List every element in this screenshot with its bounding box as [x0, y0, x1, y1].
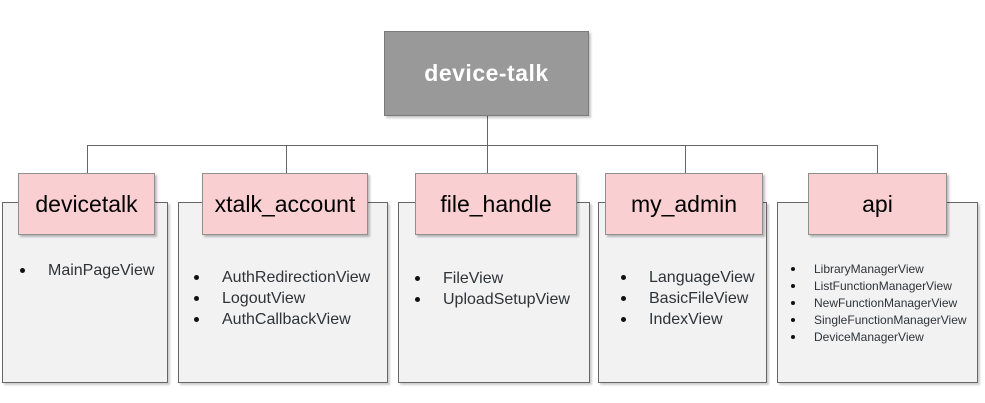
view-item: ListFunctionManagerView	[789, 278, 977, 295]
node-xtalk-account-header: xtalk_account	[202, 173, 368, 235]
node-file-handle-label: file_handle	[440, 190, 552, 217]
node-api-label: api	[862, 190, 893, 217]
node-root: device-talk	[384, 31, 589, 116]
node-my-admin-header: my_admin	[605, 173, 763, 235]
view-item: LogoutView	[192, 288, 387, 309]
view-item: SingleFunctionManagerView	[789, 312, 977, 329]
connector-drop-my-admin	[685, 145, 686, 173]
view-item: NewFunctionManagerView	[789, 295, 977, 312]
connector-root-stem	[487, 116, 488, 145]
node-devicetalk-header: devicetalk	[18, 173, 155, 235]
node-devicetalk-label: devicetalk	[35, 190, 138, 217]
node-api-header: api	[808, 173, 947, 235]
view-item: UploadSetupView	[413, 289, 589, 310]
node-file-handle-header: file_handle	[415, 173, 577, 235]
connector-drop-xtalk-account	[286, 145, 287, 173]
connector-drop-file-handle	[487, 145, 488, 173]
view-item: LibraryManagerView	[789, 261, 977, 278]
node-root-label: device-talk	[424, 60, 549, 86]
view-item: LanguageView	[619, 267, 766, 288]
view-item: IndexView	[619, 309, 766, 330]
connector-horizontal-rail	[87, 145, 878, 146]
view-item: FileView	[413, 268, 589, 289]
view-list-devicetalk: MainPageView	[18, 203, 167, 281]
node-my-admin-label: my_admin	[630, 190, 738, 217]
view-item: DeviceManagerView	[789, 329, 977, 346]
view-item: BasicFileView	[619, 288, 766, 309]
node-xtalk-account-label: xtalk_account	[214, 190, 356, 217]
connector-drop-api	[877, 145, 878, 174]
view-item: AuthRedirectionView	[192, 267, 387, 288]
connector-drop-devicetalk	[87, 145, 88, 174]
view-item: AuthCallbackView	[192, 309, 387, 330]
view-item: MainPageView	[18, 260, 167, 281]
